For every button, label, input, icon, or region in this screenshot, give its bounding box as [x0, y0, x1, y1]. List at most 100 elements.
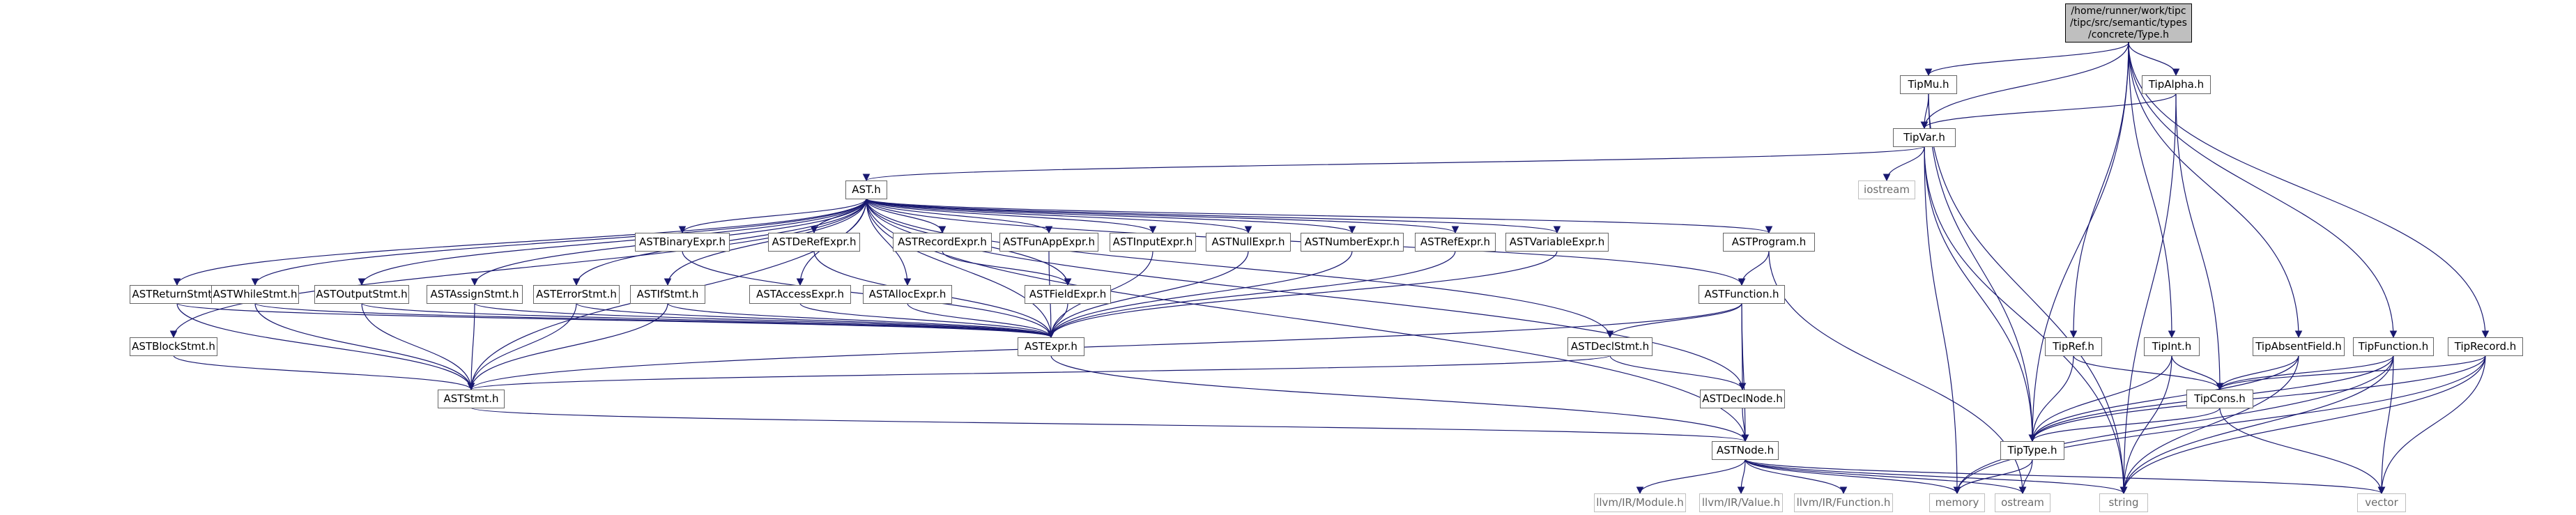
node-astassignstmt-h[interactable]: ASTAssignStmt.h — [427, 285, 523, 304]
node-astprogram-h[interactable]: ASTProgram.h — [1723, 233, 1815, 252]
node-tipmu-h[interactable]: TipMu.h — [1900, 75, 1957, 94]
edge-tipvar-to-memory — [1924, 146, 1961, 495]
edge-tipabsentfield-to-string — [2119, 355, 2299, 495]
node-vector[interactable]: vector — [2357, 493, 2406, 512]
edge-tipabsentfield-to-tiptype — [2028, 355, 2299, 443]
edge-tiprecord-to-vector — [2377, 355, 2486, 495]
edge-tipalpha-to-tipvar — [1920, 93, 2177, 130]
node-astnullexpr-h[interactable]: ASTNullExpr.h — [1206, 233, 1291, 252]
edge-tipfunction-to-memory — [1953, 355, 2394, 495]
edge-astoutputstmt-to-aststmt — [361, 302, 475, 391]
edge-root-to-tipmu — [1924, 42, 2129, 77]
node-asterrorstmt-h[interactable]: ASTErrorStmt.h — [533, 285, 620, 304]
node-astifstmt-h[interactable]: ASTIfStmt.h — [630, 285, 705, 304]
node-astderefexpr-h[interactable]: ASTDeRefExpr.h — [768, 233, 860, 252]
edge-tipvar-to-string — [1924, 146, 2128, 495]
root-line-1: /home/runner/work/tipc — [2071, 6, 2186, 17]
edge-ast-to-astblockstmt — [169, 198, 867, 339]
node-astnumberexpr-h[interactable]: ASTNumberExpr.h — [1301, 233, 1404, 252]
node-tipalpha-h[interactable]: TipAlpha.h — [2142, 75, 2211, 94]
edge-astnode-to-ostream — [1745, 459, 2027, 495]
edge-tipvar-to-ast — [863, 146, 1925, 182]
node-astdeclstmt-h[interactable]: ASTDeclStmt.h — [1567, 337, 1653, 356]
edge-astallocexpr-to-astexpr — [907, 302, 1055, 339]
edge-tipfunction-to-string — [2119, 355, 2394, 495]
edge-tipref-to-tipcons — [2073, 355, 2224, 391]
edge-tipvar-to-iostream — [1883, 146, 1925, 182]
edge-astprogram-to-astfunction — [1738, 250, 1770, 286]
edge-ast-to-astdeclstmt — [866, 198, 1614, 339]
edge-root-to-tipfunction — [2128, 42, 2398, 339]
edge-root-to-tipvar — [1920, 42, 2129, 130]
node-tipint-h[interactable]: TipInt.h — [2144, 337, 2200, 356]
node-astvariableexpr-h[interactable]: ASTVariableExpr.h — [1505, 233, 1609, 252]
node-astaccessexpr-h[interactable]: ASTAccessExpr.h — [749, 285, 851, 304]
edge-astifstmt-to-aststmt — [467, 302, 668, 391]
node-tipfunction-h[interactable]: TipFunction.h — [2353, 337, 2434, 356]
node-astrefexpr-h[interactable]: ASTRefExpr.h — [1415, 233, 1496, 252]
node-tipvar-h[interactable]: TipVar.h — [1893, 128, 1956, 147]
node-tipref-h[interactable]: TipRef.h — [2045, 337, 2102, 356]
edge-tipvar-to-tiptype — [1924, 146, 2037, 443]
edge-ast-to-astrefexpr — [866, 198, 1459, 234]
node-astfunappexpr-h[interactable]: ASTFunAppExpr.h — [999, 233, 1098, 252]
node-string[interactable]: string — [2099, 493, 2148, 512]
edge-astassignstmt-to-astexpr — [474, 302, 1055, 339]
node-astreturnstmt-h[interactable]: ASTReturnStmt.h — [130, 285, 224, 304]
edge-astnullexpr-to-astexpr — [1047, 250, 1249, 339]
node-astrecordexpr-h[interactable]: ASTRecordExpr.h — [893, 233, 992, 252]
node-astfunction-h[interactable]: ASTFunction.h — [1699, 285, 1785, 304]
node-tiptype-h[interactable]: TipType.h — [2000, 441, 2064, 460]
edge-tipfunction-to-tipcons — [2216, 355, 2394, 391]
edge-tipref-to-tiptype — [2028, 355, 2074, 443]
edge-root-to-tiprecord — [2128, 42, 2490, 339]
node-astfieldexpr-h[interactable]: ASTFieldExpr.h — [1025, 285, 1111, 304]
edge-root-to-tipref — [2069, 42, 2129, 339]
node-llvm-ir-value-h[interactable]: llvm/IR/Value.h — [1699, 493, 1783, 512]
edge-astblockstmt-to-aststmt — [173, 355, 475, 391]
edge-astassignstmt-to-aststmt — [467, 302, 475, 391]
edge-tipfunction-to-vector — [2377, 355, 2394, 495]
node-astinputexpr-h[interactable]: ASTInputExpr.h — [1110, 233, 1196, 252]
node-astallocexpr-h[interactable]: ASTAllocExpr.h — [863, 285, 952, 304]
edge-astwhilestmt-to-astexpr — [254, 302, 1055, 339]
edge-tipint-to-tiptype — [2028, 355, 2172, 443]
node-tiprecord-h[interactable]: TipRecord.h — [2448, 337, 2523, 356]
edge-astaccessexpr-to-astexpr — [799, 302, 1055, 339]
node-llvm-ir-module-h[interactable]: llvm/IR/Module.h — [1594, 493, 1686, 512]
node-astblockstmt-h[interactable]: ASTBlockStmt.h — [130, 337, 217, 356]
edge-astnode-to-llvmfunction — [1745, 459, 1848, 495]
edge-astnode-to-memory — [1745, 459, 1961, 495]
edge-tipalpha-to-tipcons — [2175, 93, 2224, 391]
node-astdeclnode-h[interactable]: ASTDeclNode.h — [1700, 390, 1785, 408]
node-memory[interactable]: memory — [1929, 493, 1985, 512]
edge-tiptype-to-memory — [1953, 459, 2033, 495]
edge-ast-to-astifstmt — [664, 198, 867, 286]
edge-astdeclnode-to-astnode — [1741, 407, 1749, 443]
edge-astdeclstmt-to-aststmt — [468, 355, 1611, 391]
node-astwhilestmt-h[interactable]: ASTWhileStmt.h — [211, 285, 299, 304]
edge-astdeclstmt-to-astdeclnode — [1609, 355, 1747, 391]
node-tipabsentfield-h[interactable]: TipAbsentField.h — [2253, 337, 2345, 356]
edge-astrecordexpr-to-astfieldexpr — [942, 250, 1072, 286]
node-astnode-h[interactable]: ASTNode.h — [1712, 441, 1779, 460]
node-ast-h[interactable]: AST.h — [845, 180, 887, 199]
node-iostream[interactable]: iostream — [1858, 180, 1915, 199]
edge-astoutputstmt-to-astexpr — [361, 302, 1055, 339]
node-aststmt-h[interactable]: ASTStmt.h — [438, 390, 505, 408]
edge-astfunction-to-aststmt — [467, 302, 1742, 391]
node-root-type-h[interactable]: /home/runner/work/tipc /tipc/src/semanti… — [2065, 3, 2192, 43]
node-astbinaryexpr-h[interactable]: ASTBinaryExpr.h — [635, 233, 730, 252]
node-astexpr-h[interactable]: ASTExpr.h — [1018, 337, 1084, 356]
edge-ast-to-astrecordexpr — [866, 198, 946, 234]
node-tipcons-h[interactable]: TipCons.h — [2186, 390, 2253, 408]
node-ostream[interactable]: ostream — [1995, 493, 2050, 512]
node-astoutputstmt-h[interactable]: ASTOutputStmt.h — [314, 285, 409, 304]
edge-tiprecord-to-tipcons — [2216, 355, 2486, 391]
node-llvm-ir-function-h[interactable]: llvm/IR/Function.h — [1794, 493, 1893, 512]
edge-astifstmt-to-astexpr — [667, 302, 1055, 339]
edge-astnode-to-vector — [1745, 459, 2386, 495]
edge-tiprecord-to-memory — [1953, 355, 2486, 495]
